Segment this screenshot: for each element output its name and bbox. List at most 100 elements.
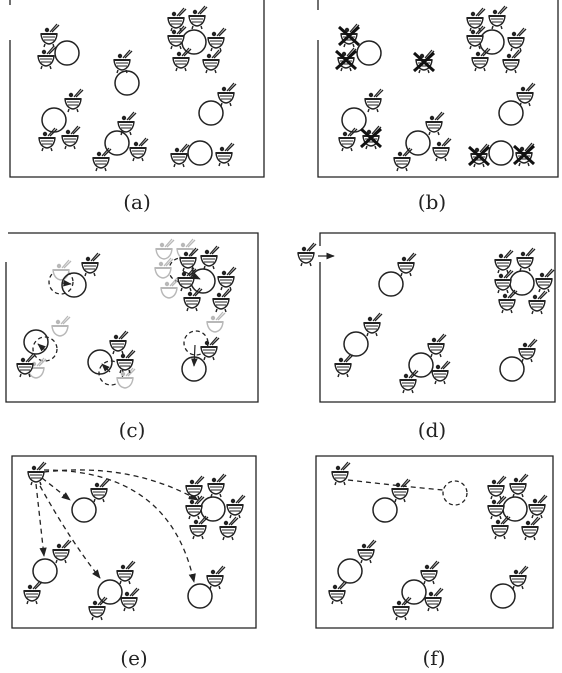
diner-icon [37, 45, 57, 70]
diner-icon [357, 539, 377, 564]
diner-icon [90, 478, 110, 503]
new-customer-icon [27, 461, 47, 486]
diner-icon [206, 565, 226, 590]
table-circle [87, 349, 113, 375]
panel-b: (b) [317, 0, 559, 214]
diner-icon [363, 312, 383, 337]
diner-icon [420, 560, 440, 585]
table-circle [23, 329, 49, 355]
diner-icon [494, 249, 514, 274]
table-circle [198, 100, 224, 126]
diner-icon [431, 360, 451, 385]
diner-icon [507, 27, 527, 52]
diner-icon [170, 143, 190, 168]
diner-icon [334, 353, 354, 378]
panel-f: (f) [315, 455, 554, 670]
table-circle [190, 268, 216, 294]
diner-icon [92, 147, 112, 172]
diner-icon [200, 245, 220, 270]
diner-icon [535, 268, 555, 293]
panel-b-caption: (b) [418, 190, 446, 214]
diner-icon [509, 565, 529, 590]
arrow-icon [35, 483, 47, 557]
diner-icon [61, 125, 81, 150]
diner-icon [183, 287, 203, 312]
tables-a [41, 29, 224, 166]
new-table-circle [442, 480, 468, 506]
new-customer-icon [331, 461, 351, 486]
diner-icon [200, 336, 220, 361]
diner-icon [51, 315, 71, 337]
diner-icon [487, 495, 507, 520]
diner-icon [129, 137, 149, 162]
diner-icon [38, 127, 58, 152]
diner-icon [219, 516, 239, 541]
arrow-icon [37, 343, 46, 352]
arrow-icon [182, 270, 201, 280]
panel-a-frame [9, 0, 265, 178]
table-circle [488, 140, 514, 166]
diner-icon [189, 515, 209, 540]
diner-icon [116, 560, 136, 585]
table-circle [187, 140, 213, 166]
diner-icon [155, 238, 175, 260]
panel-d-frame [319, 232, 556, 403]
move-arrows-c [37, 270, 201, 373]
diner-icon [81, 252, 101, 277]
arrow-icon [101, 363, 111, 373]
table-circle [181, 29, 207, 55]
diner-icon [212, 288, 232, 313]
diner-icon [64, 88, 84, 113]
diner-icon [494, 269, 514, 294]
table-circle [104, 130, 130, 156]
diner-icon [23, 580, 43, 605]
customers-d [334, 247, 555, 394]
diner-icon [88, 596, 108, 621]
diner-icon [52, 539, 72, 564]
diner-icon [160, 277, 180, 299]
table-circle [499, 356, 525, 382]
table-circle [401, 579, 427, 605]
diner-icon [397, 252, 417, 277]
customers-b [337, 5, 536, 172]
candidate-paths-e [35, 469, 199, 583]
diner-icon [188, 5, 208, 31]
diner-icon [399, 369, 419, 394]
diner-icon [502, 49, 522, 74]
diner-icon [120, 587, 140, 612]
customers-c [16, 245, 237, 378]
diner-icon [393, 147, 413, 172]
diner-icon [338, 127, 358, 152]
diner-icon [424, 587, 444, 612]
diner-icon [226, 494, 246, 519]
diner-icon [207, 27, 227, 52]
diner-icon [113, 49, 133, 74]
tables-e [32, 496, 226, 609]
table-circle [187, 583, 213, 609]
diner-icon [364, 88, 384, 113]
diner-icon [466, 25, 486, 50]
diner-icon [215, 142, 235, 167]
previous-table-circle [32, 336, 58, 362]
table-circle [61, 272, 87, 298]
arrow-icon [43, 469, 199, 501]
diner-icon [328, 580, 348, 605]
arrow-icon [61, 279, 72, 287]
table-circle [97, 579, 123, 605]
table-circle [114, 70, 140, 96]
table-circle [71, 497, 97, 523]
table-circle [405, 130, 431, 156]
diner-icon [206, 311, 226, 333]
table-circle [337, 558, 363, 584]
diner-icon [52, 259, 72, 281]
diner-icon [391, 478, 411, 503]
table-circle [54, 40, 80, 66]
panel-e-frame [11, 455, 257, 629]
panel-e: (e) [11, 455, 257, 670]
arrow-icon [41, 477, 71, 501]
diner-icon [509, 473, 529, 498]
table-circle [356, 40, 382, 66]
diner-icon [488, 5, 508, 31]
panel-b-frame [317, 0, 559, 178]
